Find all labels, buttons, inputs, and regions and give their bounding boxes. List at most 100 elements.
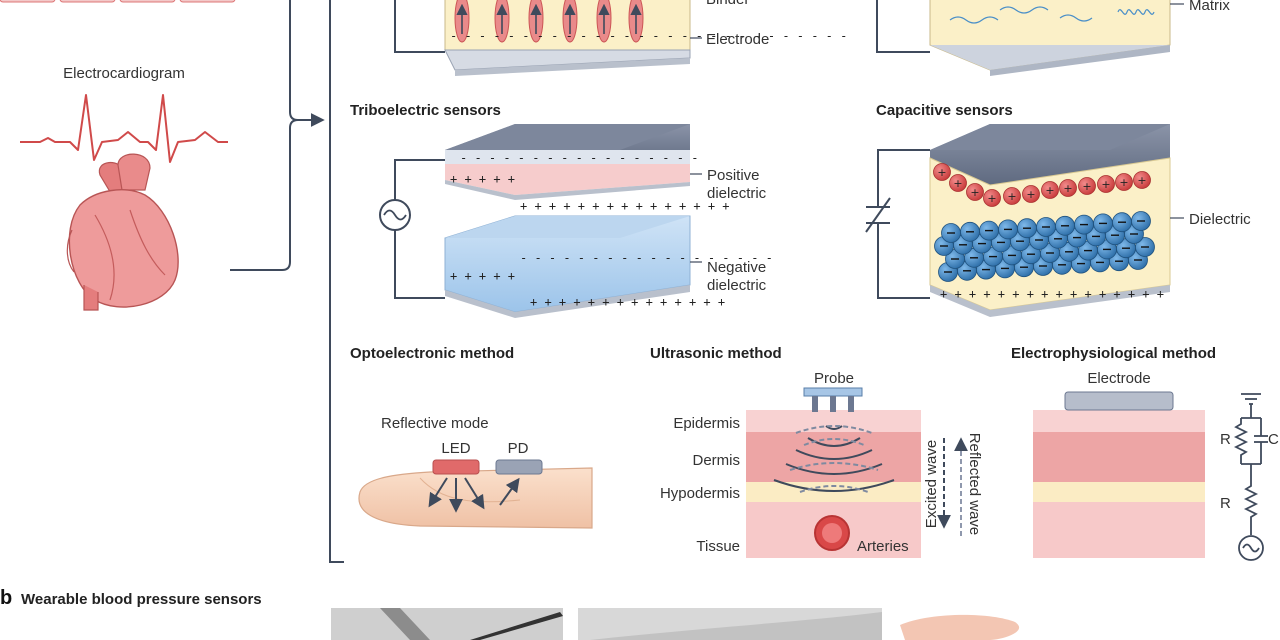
positive-charge-ball: + xyxy=(933,163,951,181)
epidermis-label: Epidermis xyxy=(673,415,740,432)
pd-component xyxy=(495,459,543,475)
electrode-pad xyxy=(1064,391,1174,411)
tribo-circuit xyxy=(394,159,445,299)
section-b-letter: b xyxy=(0,587,12,609)
negative-charge-ball xyxy=(1036,217,1056,237)
negative-charge-ball xyxy=(998,219,1018,240)
tribo-negative-layer xyxy=(444,215,691,318)
negative-charge-ball xyxy=(1112,212,1132,233)
matrix-label: Matrix xyxy=(1189,0,1230,14)
svg-text:+: + xyxy=(1026,188,1035,201)
ephys-tissue-layers xyxy=(1033,410,1205,558)
led-label: LED xyxy=(441,440,470,457)
positive-charge-ball: + xyxy=(1078,177,1096,195)
dipole-icon xyxy=(528,0,544,43)
binder-label: Binder xyxy=(706,0,749,8)
svg-text:+: + xyxy=(1063,182,1072,195)
cap-circuit xyxy=(877,149,930,299)
tribo-pos-charges-1: + + + + + xyxy=(450,172,515,186)
electrode-top-label: Electrode xyxy=(706,31,769,48)
equivalent-circuit xyxy=(1233,393,1268,561)
positive-charge-ball: + xyxy=(1115,173,1133,191)
negative-charge-ball xyxy=(960,221,980,242)
dielectric-label: Dielectric xyxy=(1189,211,1251,228)
svg-text:+: + xyxy=(1007,190,1016,203)
positive-charge-ball: + xyxy=(1003,187,1021,205)
tribo-pos-charges-4: + + + + + + + + + + + + + + xyxy=(530,295,725,309)
negative-charge-ball xyxy=(941,223,961,243)
svg-text:+: + xyxy=(1101,178,1110,191)
dermis-label: Dermis xyxy=(693,452,741,469)
ultrasonic-probe xyxy=(803,387,863,412)
tribo-pos-charges-3: + + + + + xyxy=(450,269,515,283)
positive-charge-ball: + xyxy=(1041,181,1059,199)
svg-text:+: + xyxy=(1082,180,1091,193)
led-component xyxy=(432,459,480,475)
dipole-icon xyxy=(628,0,644,43)
reflected-wave-label: Reflected wave xyxy=(966,433,983,536)
ecg-label: Electrocardiogram xyxy=(63,65,185,82)
negative-label-1: Negative xyxy=(707,259,766,276)
svg-text:+: + xyxy=(1045,184,1054,197)
connector-bracket xyxy=(230,0,344,563)
pd-label: PD xyxy=(508,440,529,457)
dipole-icon xyxy=(494,0,510,43)
capacitor-label: C xyxy=(1268,431,1279,448)
artery-icon xyxy=(814,515,850,551)
section-b-title: Wearable blood pressure sensors xyxy=(21,591,262,608)
positive-charge-ball: + xyxy=(966,183,984,201)
arteries-label: Arteries xyxy=(857,538,909,555)
positive-label-1: Positive xyxy=(707,167,760,184)
positive-charge-ball: + xyxy=(983,189,1001,207)
tribo-neg-charges-top: - - - - - - - - - - - - - - - - - xyxy=(460,151,698,165)
svg-text:+: + xyxy=(1137,174,1146,187)
light-path-arrows xyxy=(428,477,520,513)
negative-label-2: dielectric xyxy=(707,277,767,294)
tribo-pos-charges-2: + + + + + + + + + + + + + + + xyxy=(520,199,730,213)
positive-charge-ball: + xyxy=(1097,175,1115,193)
section-b-photo-strip xyxy=(331,608,1020,640)
top-left-partial-cells xyxy=(0,0,236,3)
reflective-label: Reflective mode xyxy=(381,415,489,432)
ac-source-icon xyxy=(379,199,411,231)
positive-label-2: dielectric xyxy=(707,185,767,202)
negative-charge-ball xyxy=(1040,243,1060,263)
piezo-dipoles xyxy=(454,0,644,43)
red-charge-particles: ++++++++++++ xyxy=(933,163,1151,207)
dipole-icon xyxy=(596,0,612,43)
cap-pos-charges: + + + + + + + + + + + + + + + + xyxy=(940,287,1164,301)
matrix-block xyxy=(876,0,1171,76)
blue-charge-particles xyxy=(934,211,1155,282)
piezo-charges: - - - - - - - - - - - - - - - - - - - - … xyxy=(450,29,847,43)
svg-text:+: + xyxy=(970,186,979,199)
svg-text:+: + xyxy=(987,192,996,205)
ground-icon xyxy=(1241,393,1261,405)
resistor-2-label: R xyxy=(1220,495,1231,512)
ultrasonic-waves xyxy=(773,425,895,493)
negative-charge-ball xyxy=(1131,211,1151,231)
negative-charge-ball xyxy=(1017,218,1037,239)
capacitor-icon xyxy=(865,197,891,233)
positive-charge-ball: + xyxy=(1133,171,1151,189)
finger-illustration xyxy=(358,467,593,529)
wave-direction-arrows xyxy=(937,437,968,536)
electrode-label: Electrode xyxy=(1087,370,1150,387)
negative-charge-ball xyxy=(1093,213,1113,234)
probe-label: Probe xyxy=(814,370,854,387)
positive-charge-ball: + xyxy=(1059,179,1077,197)
tissue-label: Tissue xyxy=(696,538,740,555)
positive-charge-ball: + xyxy=(1022,185,1040,203)
hypodermis-label: Hypodermis xyxy=(660,485,740,502)
ultra-title: Ultrasonic method xyxy=(650,345,782,362)
negative-charge-ball xyxy=(979,220,999,241)
resistor-1-label: R xyxy=(1220,431,1231,448)
ephys-title: Electrophysiological method xyxy=(1011,345,1216,362)
tribo-title: Triboelectric sensors xyxy=(350,102,501,119)
dipole-icon xyxy=(454,0,470,43)
svg-text:+: + xyxy=(937,166,946,179)
svg-text:+: + xyxy=(1119,176,1128,189)
positive-charge-ball: + xyxy=(949,174,967,192)
ecg-trace xyxy=(20,94,228,163)
heart-illustration xyxy=(66,153,179,311)
